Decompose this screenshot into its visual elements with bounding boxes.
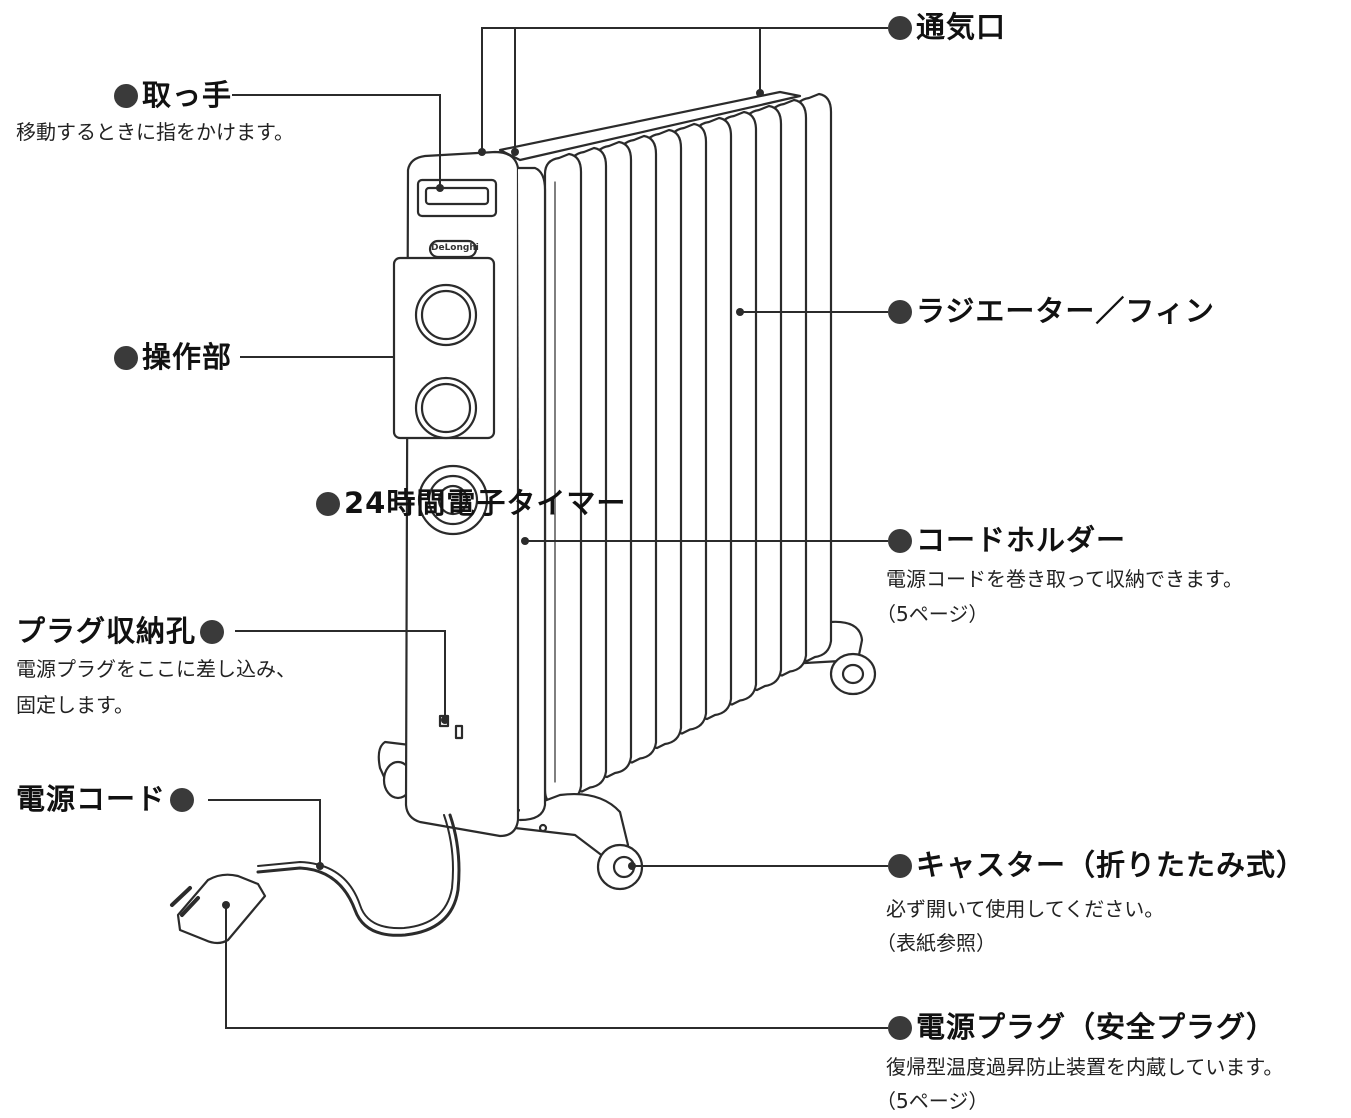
callout-handle: 取っ手 [114,78,232,112]
control-housing [392,150,548,838]
callout-cord-holder: コードホルダー [888,523,1126,557]
callout-vent: 通気口 [888,10,1006,44]
callout-cord-holder-title: コードホルダー [916,523,1127,557]
callout-plug: 電源プラグ（安全プラグ） [888,1010,1276,1044]
leader-handle [232,94,441,188]
callout-plug-desc-2: （5ページ） [876,1089,989,1113]
callout-plug-hole-title: プラグ収納孔 [16,614,197,648]
callout-radiator-title: ラジエーター／フィン [916,294,1215,328]
callout-caster-desc-2: （表紙参照） [876,931,996,955]
callout-caster-title: キャスター（折りたたみ式） [916,848,1307,882]
callout-plug-title: 電源プラグ（安全プラグ） [916,1010,1277,1044]
callout-handle-desc: 移動するときに指をかけます。 [16,120,294,144]
callout-power-cord-title: 電源コード [16,782,167,816]
power-plug-drawing [170,873,267,945]
power-cord-drawing [256,813,461,937]
bullet-dot [170,788,195,812]
leader-vent [481,27,888,152]
bullet-dot [888,529,912,553]
leader-lines [208,27,888,1029]
callout-plug-hole-desc-2: 固定します。 [16,693,134,717]
callout-handle-title: 取っ手 [142,78,233,112]
callout-cord-holder-desc-2: （5ページ） [876,602,989,626]
radiator-fin [543,152,583,808]
callout-radiator: ラジエーター／フィン [888,294,1215,328]
brand-logo-text: DeLonghi [431,243,479,253]
callout-plug-desc-1: 復帰型温度過昇防止装置を内蔵しています。 [886,1055,1284,1079]
callout-caster-desc-1: 必ず開いて使用してください。 [886,897,1165,921]
callout-vent-title: 通気口 [916,10,1007,44]
bullet-dot [114,346,138,370]
callout-controls: 操作部 [114,340,232,374]
callout-plug-hole: プラグ収納孔 [16,614,225,648]
bullet-dot [200,620,225,644]
radiator-fins [498,90,833,808]
callout-cord-holder-desc-1: 電源コードを巻き取って収納できます。 [886,567,1243,591]
oil-heater-illustration [170,90,877,945]
leader-power-cord [208,799,321,866]
leader-plug-hole [235,630,446,720]
bullet-dot [114,84,138,108]
callout-plug-hole-desc-1: 電源プラグをここに差し込み、 [16,657,296,681]
bullet-dot [888,854,912,878]
callout-caster: キャスター（折りたたみ式） [888,848,1306,882]
bullet-dot [888,1016,912,1040]
bullet-dot [888,16,912,40]
bullet-dot [888,300,912,324]
callout-power-cord: 電源コード [16,782,195,816]
bullet-dot [316,492,340,516]
callout-timer-title: 24時間電子タイマー [344,486,627,520]
callout-controls-title: 操作部 [142,340,233,374]
leader-plug [225,905,888,1029]
leader-end-dots [222,89,764,909]
callout-timer: 24時間電子タイマー [316,486,626,520]
